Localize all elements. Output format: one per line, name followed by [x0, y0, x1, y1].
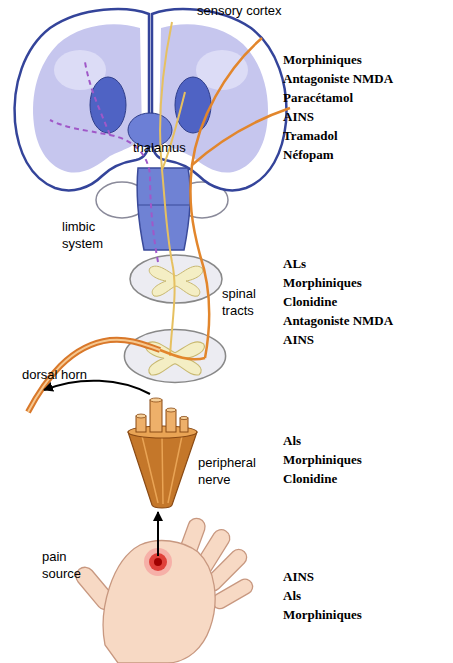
- drug-name: Clonidine: [283, 470, 337, 487]
- drug-name: Morphiniques: [283, 51, 362, 68]
- region-label: thalamus: [133, 139, 186, 156]
- nerve-fascicle: [166, 410, 176, 432]
- white-matter: [33, 24, 142, 172]
- nerve-stripe: [142, 436, 182, 504]
- region-label: dorsal horn: [22, 366, 87, 383]
- brain-hemisphere: [152, 9, 286, 190]
- drug-name: AINS: [283, 108, 314, 125]
- nerve-fascicle: [180, 418, 188, 432]
- drug-name: Als: [283, 587, 301, 604]
- basal-ganglia: [175, 77, 211, 133]
- region-label: pain source: [42, 548, 92, 582]
- drug-name: AINS: [283, 568, 314, 585]
- drug-name: Tramadol: [283, 127, 338, 144]
- drug-name: Morphiniques: [283, 274, 362, 291]
- drug-name: Clonidine: [283, 293, 337, 310]
- region-label: limbic system: [62, 218, 114, 252]
- region-label: spinal tracts: [222, 285, 270, 319]
- spinal-cord-section: [124, 330, 225, 383]
- nerve-fascicle: [150, 400, 162, 432]
- ascending-tract: [160, 22, 174, 356]
- drug-name: Antagoniste NMDA: [283, 312, 393, 329]
- region-label: sensory cortex: [197, 2, 282, 19]
- nerve-trunk: [128, 429, 197, 508]
- pain-core: [154, 558, 162, 566]
- drug-name: Néfopam: [283, 146, 334, 163]
- region-label: peripheral nerve: [198, 454, 270, 488]
- signal-arrow: [157, 512, 159, 556]
- basal-ganglia: [90, 77, 126, 133]
- brain-hemisphere: [15, 9, 149, 190]
- hand-finger: [210, 576, 256, 611]
- drug-name: Morphiniques: [283, 451, 362, 468]
- drug-name: ALs: [283, 255, 306, 272]
- fascicle-end: [136, 414, 146, 418]
- gray-matter: [149, 266, 203, 296]
- drug-name: Antagoniste NMDA: [283, 70, 393, 87]
- ascending-tract: [162, 92, 185, 170]
- fascicle-end: [166, 408, 176, 412]
- fascicle-end: [180, 416, 188, 419]
- drug-name: AINS: [283, 331, 314, 348]
- limbic-pathway: [85, 62, 110, 135]
- spinothalamic-fiber: [192, 108, 290, 165]
- drug-name: Paracétamol: [283, 89, 353, 106]
- drug-name: Als: [283, 432, 301, 449]
- fascicle-end: [150, 398, 162, 402]
- drug-name: Morphiniques: [283, 606, 362, 623]
- signal-arrow: [44, 381, 150, 394]
- hand-palm: [103, 541, 215, 663]
- spinothalamic-fiber: [160, 350, 205, 359]
